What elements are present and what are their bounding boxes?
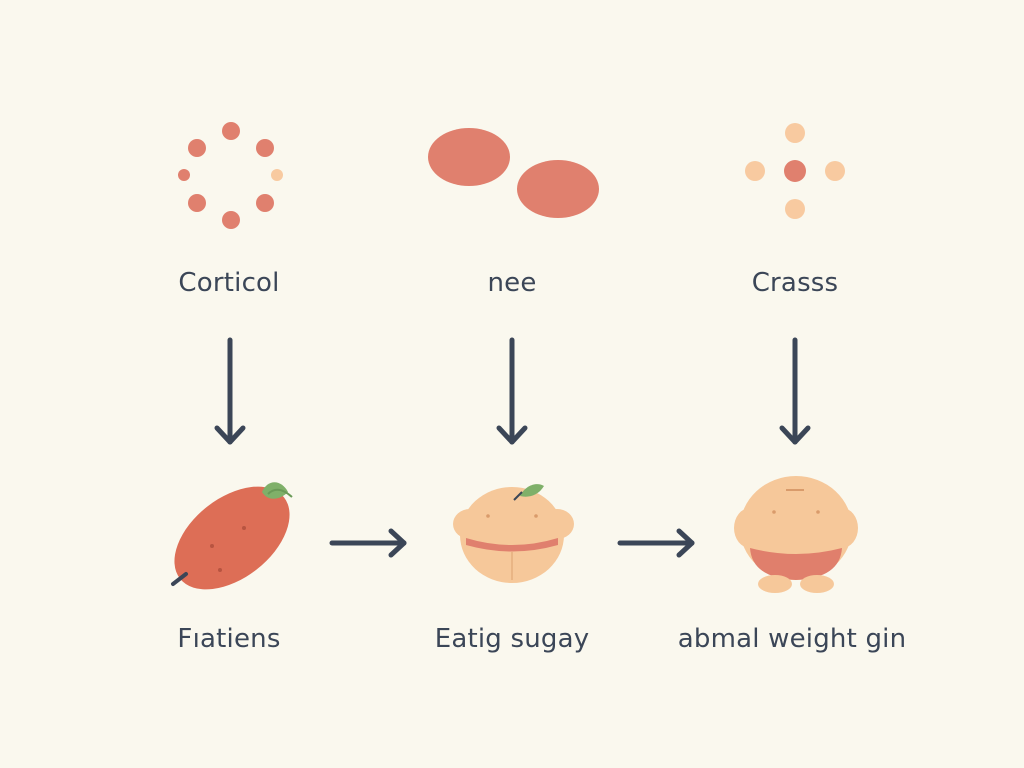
right-arrow-2 xyxy=(617,528,695,558)
down-arrow-middle xyxy=(496,337,528,445)
round-belly-figure-icon xyxy=(453,484,574,583)
label-eating-sugar: Eatig sugay xyxy=(434,624,590,654)
heavy-figure-icon xyxy=(734,476,858,593)
dot-ring-icon xyxy=(178,122,283,229)
right-arrow-1 xyxy=(329,528,407,558)
label-fiatiens: Fıatiens xyxy=(177,624,281,654)
down-arrow-left xyxy=(214,337,246,445)
two-ovals-icon xyxy=(428,128,599,218)
dot-cross-icon xyxy=(745,123,845,219)
label-corticol: Corticol xyxy=(178,268,280,298)
down-arrow-right xyxy=(779,337,811,445)
label-nee: nee xyxy=(487,268,537,298)
sweet-potato-icon xyxy=(171,482,293,590)
label-weight-gain: abmal weight gin xyxy=(677,624,907,654)
label-crasss: Crasss xyxy=(751,268,839,298)
